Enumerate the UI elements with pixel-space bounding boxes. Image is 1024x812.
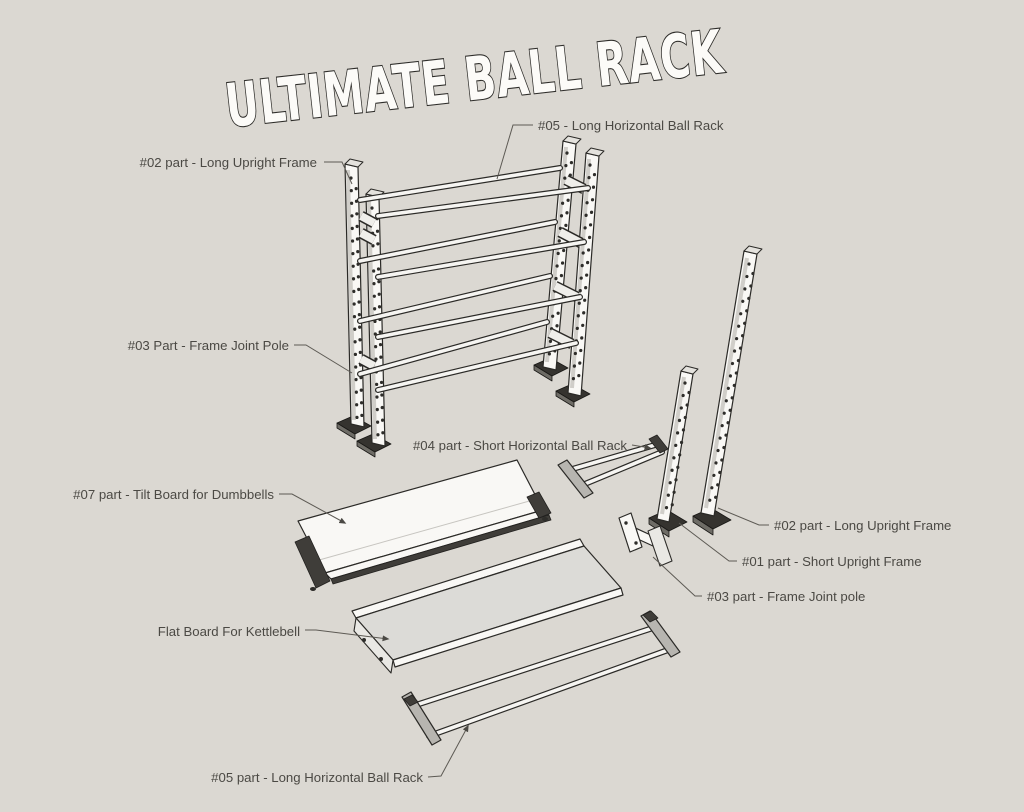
label-short-rack: #04 part - Short Horizontal Ball Rack <box>413 438 627 453</box>
leader-frame-joint-right <box>652 556 702 597</box>
label-long-rack-bottom: #05 part - Long Horizontal Ball Rack <box>211 770 423 785</box>
short-rack-end-plate <box>557 459 594 499</box>
rack-rails <box>357 165 591 393</box>
short-ball-rack <box>557 434 669 499</box>
label-long-upright-left: #02 part - Long Upright Frame <box>140 155 317 170</box>
label-frame-joint-right: #03 part - Frame Joint pole <box>707 589 865 604</box>
leader-flat-board <box>305 629 390 642</box>
leader-short-rack <box>631 444 652 451</box>
leader-long-rack-top <box>496 124 533 180</box>
label-long-upright-right: #02 part - Long Upright Frame <box>774 518 951 533</box>
leader-long-upright-left <box>324 161 353 185</box>
long-ball-rack-bottom <box>401 610 681 746</box>
label-flat-board: Flat Board For Kettlebell <box>158 624 300 639</box>
leader-tilt-board <box>279 493 347 524</box>
frame-joint-pole-part <box>618 512 673 567</box>
right-upright-frame <box>542 135 605 397</box>
label-frame-joint-left: #03 Part - Frame Joint Pole <box>128 338 289 353</box>
leader-long-rack-bottom <box>427 724 469 778</box>
long-upright-post <box>692 245 763 536</box>
short-rack-end-cap <box>648 434 669 454</box>
label-short-upright: #01 part - Short Upright Frame <box>742 554 922 569</box>
tilt-board-right-bracket <box>526 491 552 519</box>
callout-labels: #05 - Long Horizontal Ball Rack #02 part… <box>73 118 951 785</box>
leader-frame-joint-left <box>294 344 353 374</box>
flat-board <box>351 538 624 674</box>
tilt-board-left-bracket <box>294 535 331 589</box>
leader-short-upright <box>678 522 737 562</box>
left-frame-joint-poles <box>358 211 377 371</box>
leader-lines <box>279 124 769 778</box>
tilt-board <box>294 459 552 591</box>
assembled-rack <box>336 135 605 458</box>
short-upright-post <box>648 365 699 538</box>
label-long-rack-top: #05 - Long Horizontal Ball Rack <box>538 118 724 133</box>
leader-long-upright-right <box>717 507 769 526</box>
label-tilt-board: #07 part - Tilt Board for Dumbbells <box>73 487 274 502</box>
